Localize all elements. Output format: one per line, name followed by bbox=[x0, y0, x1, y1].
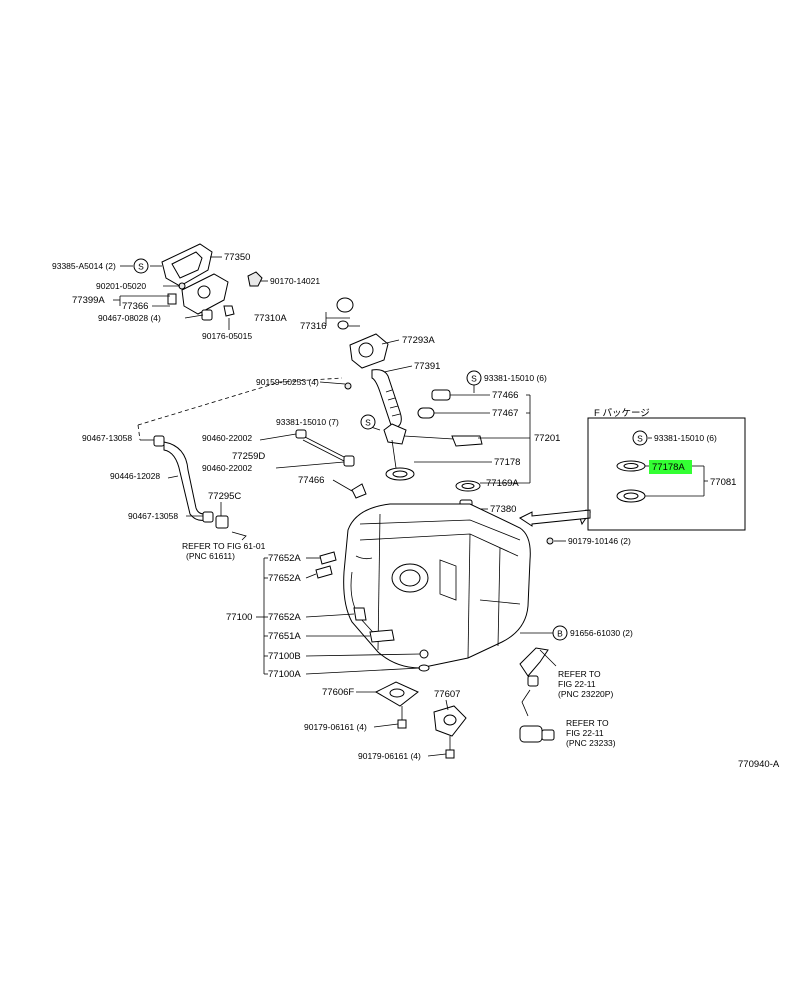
fuel-lid-assembly bbox=[161, 243, 263, 321]
label-77259d: 77259D bbox=[232, 451, 265, 462]
label-77366: 77366 bbox=[122, 301, 148, 312]
highlight-77178a bbox=[649, 460, 692, 474]
f-package-box bbox=[587, 417, 746, 531]
svg-text:S: S bbox=[471, 374, 477, 384]
label-77081: 77081 bbox=[710, 477, 736, 488]
filler-leader-lines bbox=[319, 312, 413, 385]
label-93381-15010-6: 93381-15010 (6) bbox=[484, 373, 547, 383]
figure-id: 770940-A bbox=[738, 759, 780, 770]
dashed-reference-lines bbox=[137, 377, 343, 441]
label-77100: 77100 bbox=[226, 612, 252, 623]
tank-leader-lines bbox=[256, 540, 566, 675]
label-77652a-2: 77652A bbox=[268, 573, 301, 584]
label-77201: 77201 bbox=[534, 433, 560, 444]
label-77651a: 77651A bbox=[268, 631, 301, 642]
refer-fig-22-11-b-line2: FIG 22-11 bbox=[566, 728, 604, 738]
label-77380: 77380 bbox=[490, 504, 516, 515]
svg-text:S: S bbox=[138, 262, 144, 272]
refer-fig-22-11-b-line1: REFER TO bbox=[566, 718, 609, 728]
left-leader-lines bbox=[140, 433, 345, 517]
s-circle-icon: S bbox=[466, 370, 482, 386]
refer-fig-61-01-line2: (PNC 61611) bbox=[186, 551, 235, 561]
label-77169a: 77169A bbox=[486, 478, 519, 489]
label-77100b: 77100B bbox=[268, 651, 301, 662]
label-90179-06161-a: 90179-06161 (4) bbox=[304, 722, 367, 732]
label-77316: 77316 bbox=[300, 321, 326, 332]
label-77467: 77467 bbox=[492, 408, 518, 419]
sender-gauge-rod bbox=[295, 429, 355, 467]
label-77466-mid: 77466 bbox=[298, 475, 324, 486]
label-77295c: 77295C bbox=[208, 491, 241, 502]
s-circle-icon: S bbox=[360, 414, 376, 430]
bottom-brackets bbox=[374, 681, 467, 759]
arrow-to-tank bbox=[519, 509, 592, 527]
refer-fig-22-11-a-line3: (PNC 23220P) bbox=[558, 689, 613, 699]
label-77100a: 77100A bbox=[268, 669, 301, 680]
tank-fittings bbox=[351, 389, 481, 513]
svg-text:S: S bbox=[365, 418, 371, 428]
label-77293a: 77293A bbox=[402, 335, 435, 346]
label-91656-61030: 91656-61030 (2) bbox=[570, 628, 633, 638]
breather-hose bbox=[153, 435, 247, 541]
s-circle-icon: S bbox=[133, 258, 149, 274]
label-93381-15010-pkg: 93381-15010 (6) bbox=[654, 433, 717, 443]
filler-neck-assembly bbox=[336, 297, 483, 477]
label-77606f: 77606F bbox=[322, 687, 354, 698]
label-77350: 77350 bbox=[224, 252, 250, 263]
label-90460-22002-a: 90460-22002 bbox=[202, 433, 252, 443]
label-90176-05015: 90176-05015 bbox=[202, 331, 252, 341]
label-90467-13058-b: 90467-13058 bbox=[128, 511, 178, 521]
b-circle-icon: B bbox=[552, 625, 568, 641]
label-93385-a5014: 93385-A5014 (2) bbox=[52, 261, 116, 271]
fuel-tank bbox=[343, 503, 554, 669]
label-93381-15010-7: 93381-15010 (7) bbox=[276, 417, 339, 427]
label-90201-05020: 90201-05020 bbox=[96, 281, 146, 291]
svg-text:S: S bbox=[637, 434, 643, 444]
label-90446-12028: 90446-12028 bbox=[110, 471, 160, 481]
refer-fig-61-01-line1: REFER TO FIG 61-01 bbox=[182, 541, 266, 551]
label-77652a-1: 77652A bbox=[268, 553, 301, 564]
bottom-leader-lines bbox=[356, 691, 451, 757]
label-77310a: 77310A bbox=[254, 313, 287, 324]
label-90467-08028: 90467-08028 (4) bbox=[98, 313, 161, 323]
s-circle-icon: S bbox=[632, 430, 648, 446]
label-90467-13058-a: 90467-13058 bbox=[82, 433, 132, 443]
tank-pads bbox=[315, 551, 430, 672]
refer-fig-22-11-a-line2: FIG 22-11 bbox=[558, 679, 596, 689]
label-77391: 77391 bbox=[414, 361, 440, 372]
label-77607: 77607 bbox=[434, 689, 460, 700]
label-77466-top: 77466 bbox=[492, 390, 518, 401]
label-90460-22002-b: 90460-22002 bbox=[202, 463, 252, 473]
label-77652a-3: 77652A bbox=[268, 612, 301, 623]
label-90159-50253: 90159-50253 (4) bbox=[256, 377, 319, 387]
package-title: F パッケージ bbox=[594, 408, 650, 419]
refer-fig-22-11-b-line3: (PNC 23233) bbox=[566, 738, 616, 748]
refer-fig-22-11-a-line1: REFER TO bbox=[558, 669, 601, 679]
label-90179-06161-b: 90179-06161 (4) bbox=[358, 751, 421, 761]
top-left-leader-lines bbox=[113, 256, 268, 330]
bottom-right-hoses bbox=[519, 647, 557, 743]
label-77399a: 77399A bbox=[72, 295, 105, 306]
svg-text:B: B bbox=[557, 629, 563, 639]
package-labels: F パッケージ 93381-15010 (6) 77178A 77081 bbox=[594, 408, 736, 488]
label-77178: 77178 bbox=[494, 457, 520, 468]
fittings-leader-lines bbox=[332, 378, 531, 510]
label-77178a: 77178A bbox=[652, 462, 685, 473]
part-labels: 93385-A5014 (2) 77350 90201-05020 90170-… bbox=[52, 252, 780, 770]
label-90170-14021: 90170-14021 bbox=[270, 276, 320, 286]
label-90179-10146: 90179-10146 (2) bbox=[568, 536, 631, 546]
